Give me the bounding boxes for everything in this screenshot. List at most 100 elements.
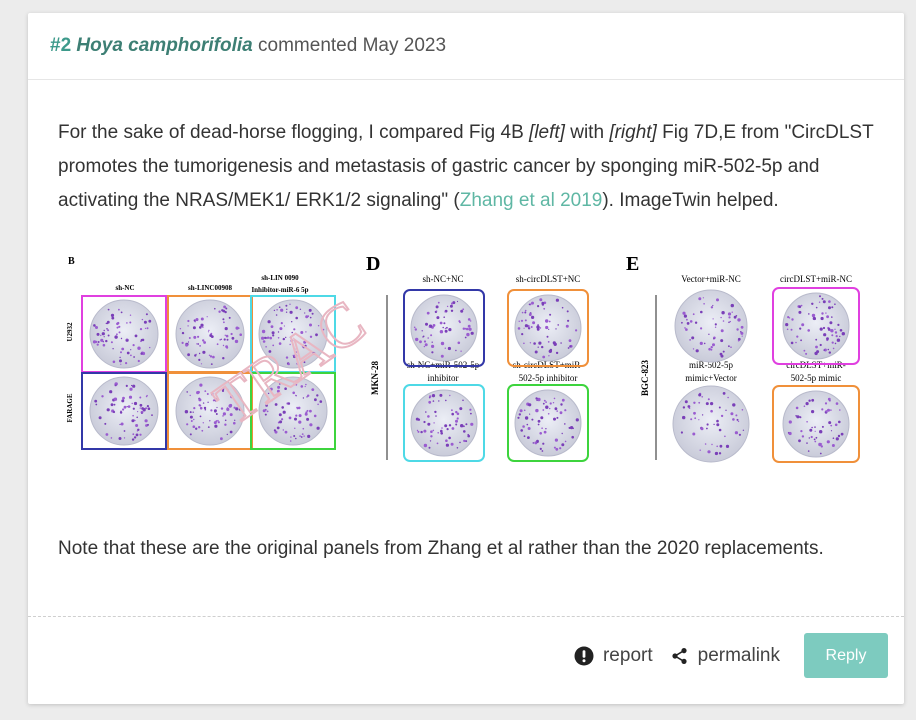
colony-dot <box>197 390 200 394</box>
colony-dot <box>226 338 229 341</box>
colony-dot <box>116 322 119 326</box>
permalink-link[interactable]: permalink <box>671 645 780 667</box>
colony-dot <box>830 424 833 427</box>
colony-dot <box>470 331 474 335</box>
colony-dot <box>542 409 545 411</box>
colony-dot <box>517 327 521 330</box>
colony-dot <box>278 413 282 417</box>
text-segment: ). ImageTwin helped. <box>602 190 779 211</box>
colony-dot <box>225 334 229 338</box>
colony-dot <box>226 407 230 411</box>
colony-dot <box>140 352 143 355</box>
colony-dot <box>706 427 708 430</box>
colony-dot <box>741 335 743 337</box>
colony-dot <box>523 409 526 412</box>
colony-dot <box>787 316 790 319</box>
colony-dot <box>741 409 744 411</box>
colony-dot <box>295 306 299 310</box>
colony-dot <box>216 343 219 346</box>
colony-dot <box>727 312 732 316</box>
colony-dot <box>451 409 453 412</box>
colony-dot <box>537 324 539 326</box>
colony-dot <box>272 344 275 347</box>
reply-button[interactable]: Reply <box>804 633 888 678</box>
colony-dot <box>281 418 284 421</box>
colony-dot <box>806 421 808 423</box>
report-link[interactable]: report <box>574 645 653 667</box>
colony-dot <box>537 419 541 423</box>
colony-dot <box>533 342 536 345</box>
colony-dot <box>225 345 229 348</box>
colony-dot <box>556 410 558 412</box>
colony-dot <box>444 347 446 349</box>
colony-dot <box>285 304 288 307</box>
colony-dot <box>226 407 229 409</box>
colony-dot <box>188 337 191 339</box>
colony-dot <box>549 402 552 405</box>
colony-dot <box>139 433 142 436</box>
colony-dot <box>426 311 430 315</box>
colony-dot <box>524 319 527 322</box>
panel-b-row-label: FARAGE <box>66 393 74 422</box>
colony-dot <box>464 336 467 339</box>
colony-dot <box>564 409 567 412</box>
colony-dot <box>443 322 446 325</box>
colony-dot <box>129 314 132 316</box>
comment-number[interactable]: #2 <box>50 35 72 56</box>
colony-dot <box>520 319 524 322</box>
panel-b: B sh-NC sh-LINC00908 sh-LIN 0090 Inhibit… <box>66 256 378 450</box>
colony-dot <box>210 335 214 338</box>
colony-dot <box>707 398 710 401</box>
colony-dot <box>695 349 699 353</box>
colony-dot <box>238 408 242 411</box>
colony-dot <box>445 439 448 442</box>
colony-dot <box>448 436 451 440</box>
panel-d-label: 502-5p inhibitor <box>519 373 578 383</box>
colony-dot <box>456 300 459 303</box>
colony-dot <box>309 316 312 319</box>
culture-dish <box>175 376 245 446</box>
colony-dot <box>444 424 448 428</box>
colony-dot <box>181 331 185 335</box>
colony-dot <box>222 357 225 360</box>
colony-dot <box>131 419 135 423</box>
colony-dot <box>518 320 520 322</box>
colony-dot <box>546 335 549 338</box>
colony-dot <box>716 445 718 448</box>
reference-link[interactable]: Zhang et al 2019 <box>459 190 603 211</box>
colony-dot <box>728 321 730 324</box>
colony-dot <box>721 311 725 315</box>
colony-dot <box>523 435 526 438</box>
comment-author[interactable]: Hoya camphorifolia <box>76 35 253 56</box>
colony-dot <box>740 325 744 329</box>
colony-dot <box>128 395 133 399</box>
colony-dot <box>530 326 533 328</box>
colony-dot <box>815 338 818 341</box>
panel-d-label: sh-NC+NC <box>422 274 463 284</box>
panel-b-col-label: Inhibitor-miR-6 5p <box>251 286 308 294</box>
colony-dot <box>446 305 449 308</box>
colony-dot <box>805 402 809 406</box>
colony-dot <box>683 314 688 318</box>
colony-dot <box>694 321 698 324</box>
panel-d-side-label: MKN-28 <box>370 361 380 395</box>
colony-dot <box>193 335 197 339</box>
colony-dot <box>803 349 806 352</box>
colony-dot <box>729 320 731 323</box>
colony-dot <box>813 317 816 320</box>
colony-dot <box>123 405 127 409</box>
colony-dot <box>132 407 135 410</box>
colony-dot <box>547 341 550 343</box>
colony-dot <box>217 421 220 424</box>
colony-dot <box>185 343 188 347</box>
colony-dot <box>799 327 802 330</box>
colony-dot <box>548 355 550 357</box>
colony-dot <box>140 338 143 342</box>
colony-dot <box>834 331 838 334</box>
colony-dot <box>443 316 446 318</box>
colony-dot <box>306 409 309 412</box>
colony-dot <box>524 311 527 314</box>
colony-dot <box>447 346 451 351</box>
colony-dot <box>431 344 435 348</box>
colony-dot <box>835 402 839 405</box>
